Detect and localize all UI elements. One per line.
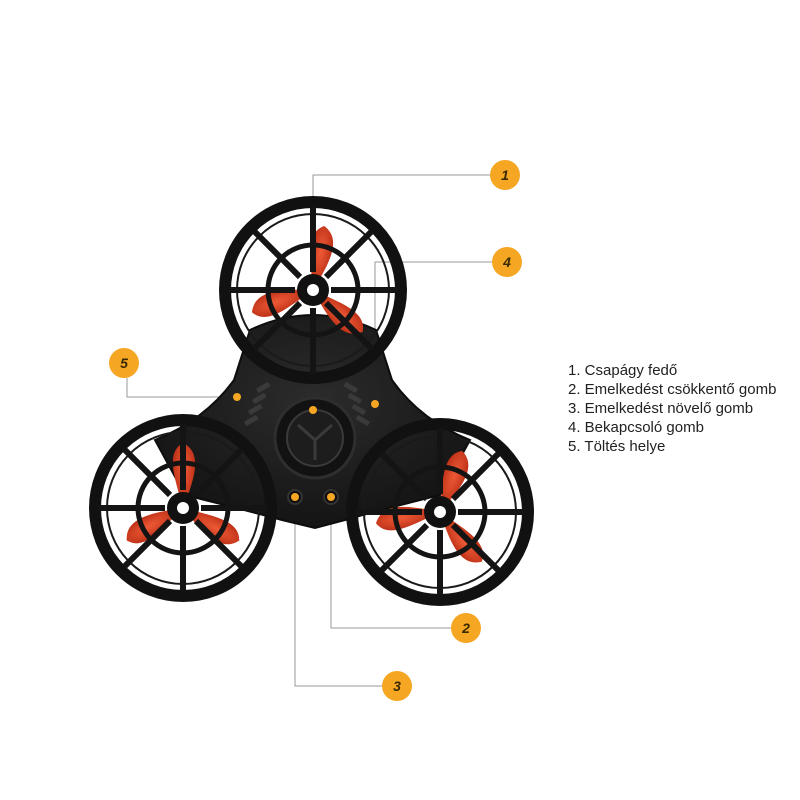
callout-1-label: 1 [501, 167, 509, 183]
legend-item-3: 3. Emelkedést növelő gomb [568, 400, 754, 417]
legend-item-5: 5. Töltés helye [568, 438, 666, 455]
numbered-callout-icon [109, 348, 139, 378]
callout-4: 4 [492, 247, 522, 277]
rotor-top [219, 196, 407, 384]
legend-item-1: 1. Csapágy fedő [568, 362, 678, 379]
numbered-callout-icon [490, 160, 520, 190]
callout-5-label: 5 [120, 355, 128, 371]
callout-markers [233, 393, 379, 501]
leader-line-2 [330, 505, 452, 629]
callout-3-label: 3 [393, 678, 401, 694]
marker-charging [233, 393, 241, 401]
numbered-callout-icon [382, 671, 412, 701]
callout-5: 5 [109, 348, 139, 378]
legend-item-4: 4. Bekapcsoló gomb [568, 419, 704, 436]
callout-3: 3 [382, 671, 412, 701]
numbered-callout-icon [451, 613, 481, 643]
legend-item-2: 2. Emelkedést csökkentő gomb [568, 381, 777, 398]
marker-lift-increase [291, 493, 299, 501]
numbered-callout-icon [492, 247, 522, 277]
marker-power [371, 400, 379, 408]
rotor-left [89, 414, 277, 602]
callout-2-label: 2 [461, 620, 470, 636]
vent-right [343, 382, 370, 426]
callout-2: 2 [451, 613, 481, 643]
flying-spinner-drone-icon [89, 196, 534, 606]
callout-1: 1 [490, 160, 520, 190]
bearing-cap-icon [273, 396, 357, 480]
marker-lift-decrease [327, 493, 335, 501]
rotor-right [346, 418, 534, 606]
parts-legend: 1. Csapágy fedő 2. Emelkedést csökkentő … [568, 361, 783, 456]
marker-bearing [309, 406, 317, 414]
callout-4-label: 4 [502, 254, 511, 270]
vent-left [244, 382, 271, 426]
leader-line-5 [126, 378, 237, 398]
leader-line-3 [294, 505, 382, 687]
